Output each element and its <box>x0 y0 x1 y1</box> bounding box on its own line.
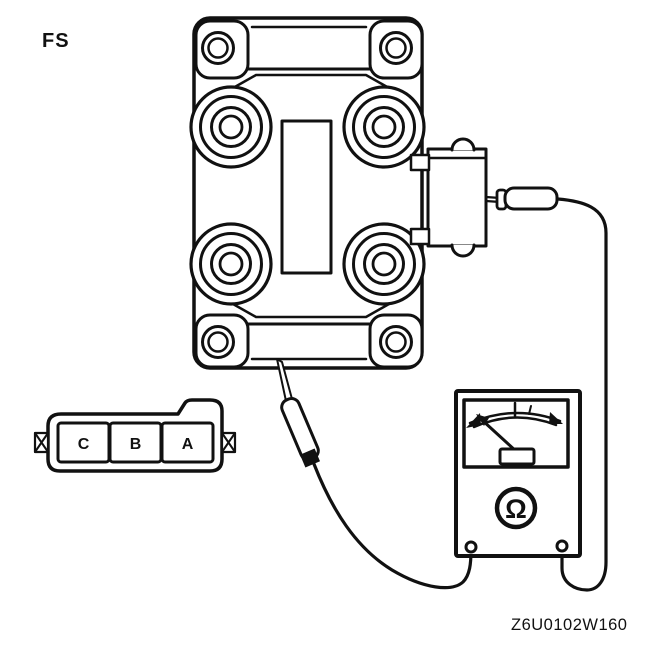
pinout-label-c: C <box>78 436 90 453</box>
probe-needle-tip-2 <box>276 358 293 402</box>
coil-mount-ear-bottom-right <box>368 313 424 369</box>
test-lead-wire-right <box>556 197 608 592</box>
coil-connector-latch-bottom <box>409 227 431 246</box>
coil-center-slot <box>280 119 333 275</box>
meter-needle <box>480 418 519 454</box>
coil-connector-latch-top <box>409 153 431 172</box>
coil-mount-ear-top-left <box>194 19 250 80</box>
test-probe-coil-side <box>276 358 320 468</box>
probe-handle <box>503 186 559 211</box>
figure-code: Z6U0102W160 <box>511 616 627 634</box>
pinout-label-b: B <box>130 436 142 453</box>
coil-mount-ear-bottom-left <box>194 313 250 369</box>
coil-connector-body <box>426 147 488 248</box>
pinout-cell-a <box>160 421 215 464</box>
probe-collar-2 <box>300 448 320 468</box>
pinout-latch-left <box>33 431 50 454</box>
meter-needle-pivot <box>498 447 536 466</box>
coil-tower-bottom-left <box>189 222 273 306</box>
coil-bottom-bevel <box>231 302 391 319</box>
system-label: FS <box>42 30 70 52</box>
connector-pinout <box>33 398 237 473</box>
coil-mount-ear-top-right <box>368 19 424 80</box>
meter-terminal-right <box>555 539 569 553</box>
meter-ohm-symbol: Ω <box>505 494 527 524</box>
meter-scale-arc-inner <box>472 416 558 429</box>
meter-scale-arrow-right <box>549 412 563 424</box>
meter-ohm-ring <box>494 486 538 530</box>
coil-tower-bottom-right <box>342 222 426 306</box>
meter-needle-arrow <box>476 414 489 426</box>
pinout-latch-right <box>220 431 237 454</box>
coil-tower-top-right <box>342 85 426 169</box>
meter-terminal-left <box>464 540 478 554</box>
ohmmeter <box>454 389 582 558</box>
ignition-coil-pack <box>189 16 426 370</box>
meter-scale-arrow-left <box>466 413 481 428</box>
coil-body-outline <box>192 16 424 370</box>
test-probe-connector-side <box>484 186 559 211</box>
coil-connector <box>409 137 488 258</box>
test-lead-wire-left <box>312 462 473 590</box>
pinout-label-a: A <box>182 436 194 453</box>
coil-tower-top-left <box>189 85 273 169</box>
coil-top-bevel <box>231 73 391 90</box>
coil-connector-bottom-tab <box>450 243 476 258</box>
meter-scale-tick-minor <box>528 405 532 415</box>
coil-connector-top-tab <box>450 137 476 152</box>
